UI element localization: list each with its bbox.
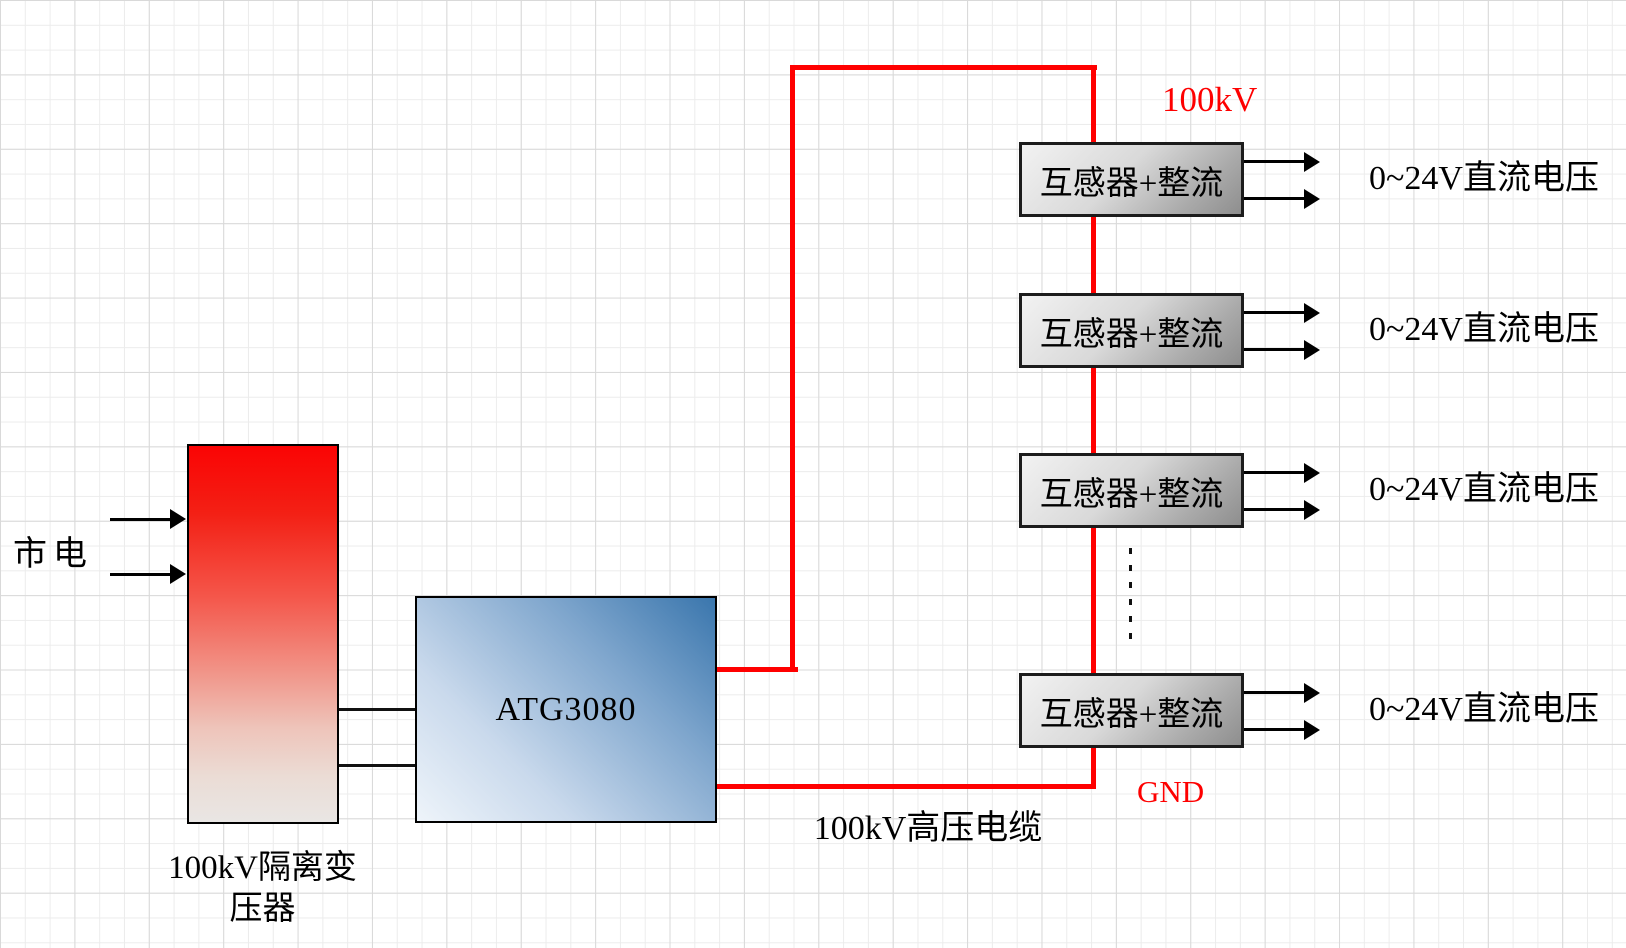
isolation-transformer-caption: 100kV隔离变 压器: [150, 848, 375, 930]
atg3080-label: ATG3080: [495, 690, 637, 728]
arrow-head-icon: [1304, 463, 1320, 483]
mains-label: 市电: [13, 536, 93, 573]
connector-line-1: [338, 708, 416, 711]
arrow-line: [1244, 728, 1304, 731]
module-box: 互感器+整流: [1019, 453, 1244, 528]
arrow-head-icon: [170, 509, 186, 529]
module-box: 互感器+整流: [1019, 673, 1244, 748]
arrow-head-icon: [1304, 303, 1320, 323]
arrow-line: [1244, 348, 1304, 351]
caption-line-1: 100kV隔离变: [168, 850, 357, 886]
arrow-line: [110, 573, 172, 576]
arrow-line: [1244, 311, 1304, 314]
hv-wire-bus-vertical: [1091, 65, 1096, 789]
caption-line-2: 压器: [229, 891, 296, 927]
hv-wire-top-horizontal: [790, 65, 1097, 70]
module-label: 互感器+整流: [1039, 476, 1224, 513]
arrow-head-icon: [1304, 152, 1320, 172]
arrow-head-icon: [170, 564, 186, 584]
cable-label: 100kV高压电缆: [813, 810, 1043, 847]
module-label: 互感器+整流: [1039, 316, 1224, 353]
output-label: 0~24V直流电压: [1369, 691, 1599, 728]
hv-wire-top-feed-horizontal: [717, 667, 798, 672]
arrow-head-icon: [1304, 189, 1320, 209]
isolation-transformer-box: [187, 444, 339, 824]
module-label: 互感器+整流: [1039, 696, 1224, 733]
output-label: 0~24V直流电压: [1369, 311, 1599, 348]
arrow-head-icon: [1304, 683, 1320, 703]
arrow-head-icon: [1304, 340, 1320, 360]
module-box: 互感器+整流: [1019, 142, 1244, 217]
arrow-line: [1244, 160, 1304, 163]
arrow-line: [1244, 197, 1304, 200]
continuation-dotted-line: [1129, 548, 1132, 650]
module-box: 互感器+整流: [1019, 293, 1244, 368]
arrow-line: [110, 518, 172, 521]
output-label: 0~24V直流电压: [1369, 160, 1599, 197]
arrow-line: [1244, 471, 1304, 474]
arrow-line: [1244, 691, 1304, 694]
atg3080-box: ATG3080: [415, 596, 717, 823]
arrow-line: [1244, 508, 1304, 511]
gnd-label: GND: [1137, 774, 1205, 809]
connector-line-2: [338, 764, 416, 767]
hv-wire-bottom-horizontal: [717, 784, 1096, 789]
hv-wire-riser-vertical: [790, 65, 795, 672]
arrow-head-icon: [1304, 500, 1320, 520]
output-label: 0~24V直流电压: [1369, 471, 1599, 508]
hv-voltage-label: 100kV: [1162, 80, 1258, 119]
arrow-head-icon: [1304, 720, 1320, 740]
module-label: 互感器+整流: [1039, 165, 1224, 202]
